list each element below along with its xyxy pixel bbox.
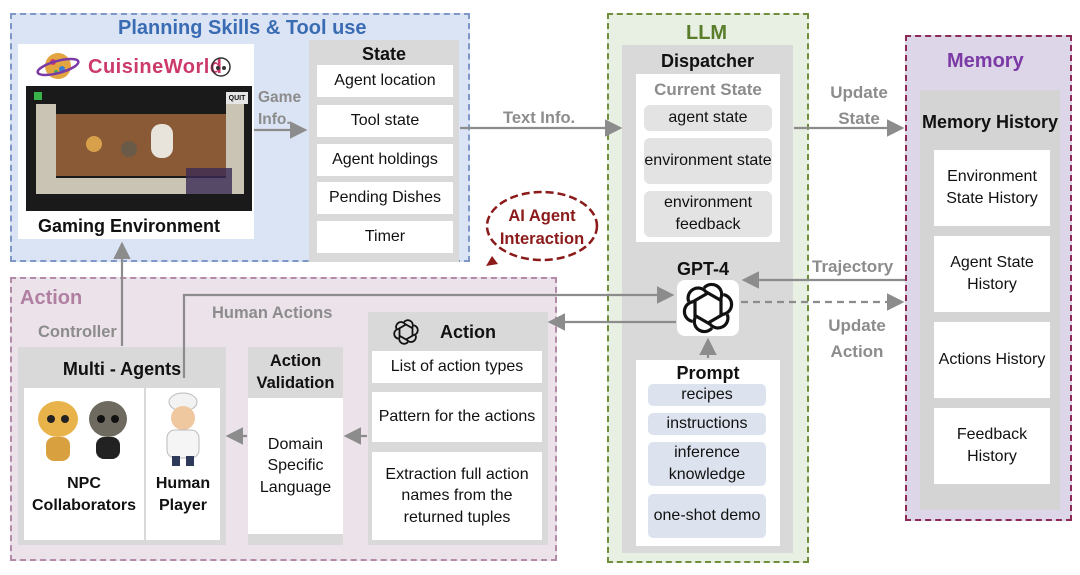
openai-icon xyxy=(392,318,420,346)
memory-item: Actions History xyxy=(934,322,1050,398)
state-item: Agent location xyxy=(317,65,453,97)
planet-logo-icon xyxy=(36,48,82,84)
gpt4-tile xyxy=(677,280,739,336)
dsl-label: Domain Specific Language xyxy=(248,398,343,534)
game-screenshot: QUIT xyxy=(26,86,252,211)
update-action-label: Update Action xyxy=(828,316,886,361)
action-region-title: Action xyxy=(20,287,83,309)
action-validation-title: Action Validation xyxy=(256,351,335,392)
state-item: Timer xyxy=(317,221,453,253)
prompt-title: Prompt xyxy=(676,363,740,383)
memory-history-title: Memory History xyxy=(921,112,1059,133)
ai-agent-interaction-label: AI Agent Interaction xyxy=(499,206,585,248)
state-title: State xyxy=(361,44,406,64)
state-item: Pending Dishes xyxy=(317,182,453,214)
quit-button[interactable]: QUIT xyxy=(226,92,248,104)
current-state-item: environment feedback xyxy=(644,191,772,237)
dispatcher-title: Dispatcher xyxy=(660,51,755,71)
openai-icon xyxy=(682,282,734,334)
human-player-label: Human Player xyxy=(155,475,211,514)
gpt4-label: GPT-4 xyxy=(677,259,730,279)
multi-agents-title: Multi - Agents xyxy=(62,359,182,379)
prompt-item: one-shot demo xyxy=(648,494,766,538)
current-state-item: environment state xyxy=(644,138,772,184)
action-box-title: Action xyxy=(440,322,496,342)
llm-title: LLM xyxy=(686,22,728,44)
prompt-item: recipes xyxy=(648,384,766,406)
action-item: List of action types xyxy=(372,351,542,383)
memory-item: Environment State History xyxy=(934,150,1050,226)
game-logo-text: CuisineWorld xyxy=(88,56,223,78)
arrow-human-actions xyxy=(182,286,675,378)
state-item: Agent holdings xyxy=(317,144,453,176)
gaming-environment-label: Gaming Environment xyxy=(38,216,221,236)
action-item: Extraction full action names from the re… xyxy=(372,452,542,540)
prompt-item: instructions xyxy=(648,413,766,435)
text-info-label: Text Info. xyxy=(503,109,576,127)
action-item: Pattern for the actions xyxy=(372,392,542,442)
memory-item: Feedback History xyxy=(934,408,1050,484)
memory-title: Memory xyxy=(947,50,1024,72)
prompt-item: inference knowledge xyxy=(648,442,766,486)
planning-title: Planning Skills & Tool use xyxy=(118,17,367,39)
current-state-title: Current State xyxy=(654,80,762,99)
trajectory-label: Trajectory xyxy=(812,257,894,276)
update-state-label: Update State xyxy=(830,83,888,128)
gamepad-icon xyxy=(210,56,232,78)
npc-characters-icon xyxy=(34,395,134,467)
npc-label: NPC Collaborators xyxy=(31,475,136,514)
game-info-label: Game Info. xyxy=(258,89,302,129)
current-state-item: agent state xyxy=(644,105,772,131)
chef-character-icon xyxy=(154,392,212,468)
human-actions-label: Human Actions xyxy=(212,304,333,322)
memory-item: Agent State History xyxy=(934,236,1050,312)
state-item: Tool state xyxy=(317,105,453,137)
ai-agent-interaction-ellipse xyxy=(482,186,602,274)
controller-label: Controller xyxy=(38,323,117,341)
